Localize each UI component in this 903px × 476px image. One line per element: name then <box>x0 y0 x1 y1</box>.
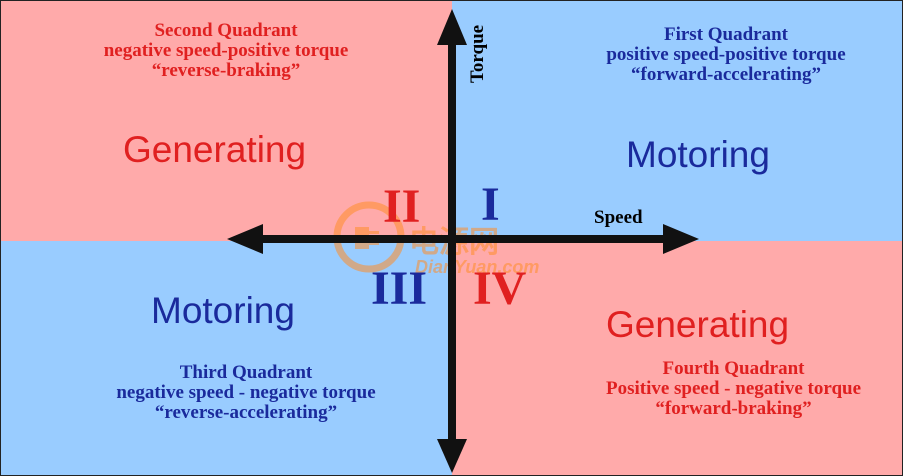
quadrant-fourth-mode: Generating <box>606 304 790 345</box>
torque-axis-arrow-down <box>437 439 467 473</box>
quadrant-fourth-heading: Fourth Quadrant <box>662 358 805 379</box>
quadrant-third-heading: Third Quadrant <box>179 362 313 383</box>
quadrant-third-mode: Motoring <box>151 290 295 331</box>
quadrant-second-bg <box>1 1 452 241</box>
quadrant-first-description: First Quadrant positive speed-positive t… <box>561 25 891 85</box>
quadrant-first-subtitle: positive speed-positive torque <box>606 44 846 65</box>
speed-axis-arrow-right <box>663 224 699 254</box>
torque-axis-label: Torque <box>467 24 488 83</box>
quadrant-fourth-description: Fourth Quadrant Positive speed - negativ… <box>566 359 901 419</box>
quadrant-first-heading: First Quadrant <box>663 24 789 45</box>
quadrant-first-bg <box>452 1 902 241</box>
speed-axis-arrow-left <box>227 224 263 254</box>
torque-axis-arrow-up <box>437 9 467 45</box>
quadrant-fourth-bg <box>452 241 902 475</box>
quadrant-third-description: Third Quadrant negative speed - negative… <box>76 363 416 423</box>
quadrant-third-subtitle: negative speed - negative torque <box>116 382 376 403</box>
quadrant-second-mode: Generating <box>123 129 307 170</box>
watermark-url-text: DianYuan.com <box>415 257 540 277</box>
speed-axis-label: Speed <box>594 207 643 228</box>
quadrant-fourth-quote: “forward-braking” <box>655 398 812 419</box>
quadrant-second-description: Second Quadrant negative speed-positive … <box>61 21 391 81</box>
quadrant-fourth-subtitle: Positive speed - negative torque <box>605 378 862 399</box>
quadrant-second-quote: “reverse-braking” <box>151 60 301 81</box>
quadrant-second-numeral: II <box>383 180 421 233</box>
quadrant-fourth-numeral: IV <box>473 262 527 315</box>
quadrant-second-heading: Second Quadrant <box>154 20 298 41</box>
quadrant-third-numeral: III <box>371 262 428 315</box>
quadrant-first-numeral: I <box>481 178 500 231</box>
quadrant-first-mode: Motoring <box>626 134 770 175</box>
quadrant-third-bg <box>1 241 452 475</box>
quadrant-first-quote: “forward-accelerating” <box>631 64 821 85</box>
quadrant-second-subtitle: negative speed-positive torque <box>103 40 349 61</box>
quadrant-third-quote: “reverse-accelerating” <box>154 402 338 423</box>
